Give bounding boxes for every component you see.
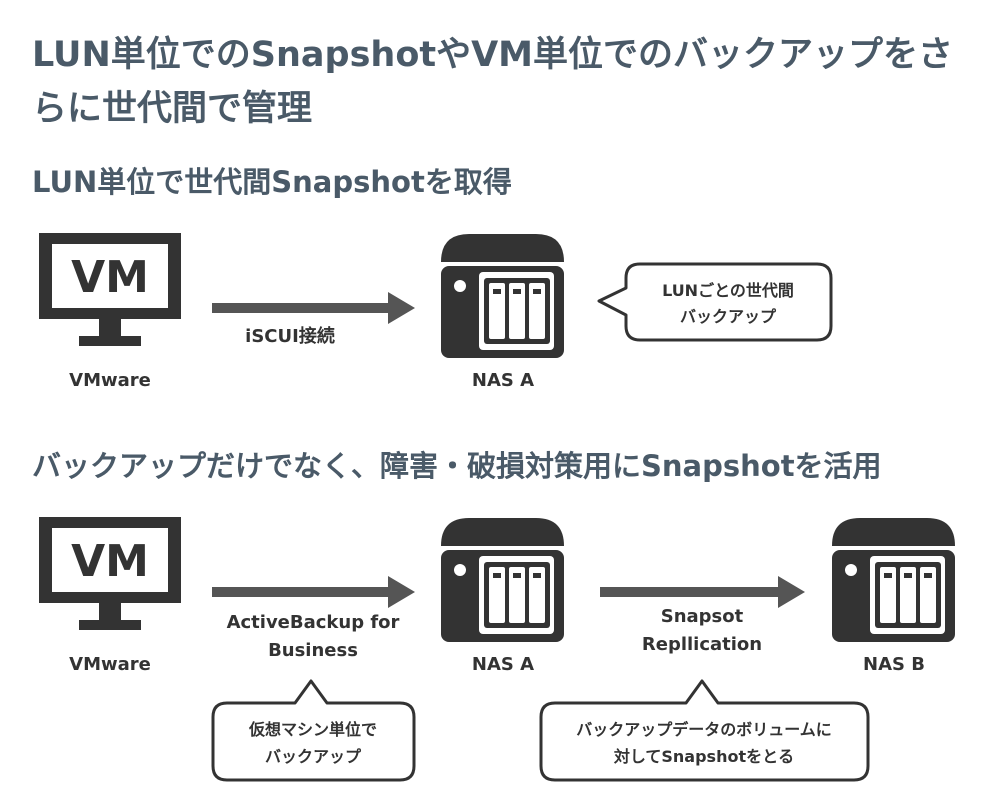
nas-icon	[441, 518, 564, 642]
nas-icon	[441, 234, 564, 358]
callout-text-line2: バックアップ	[265, 747, 362, 766]
nas-label: NAS A	[472, 370, 534, 391]
arrow-right-icon	[212, 576, 415, 608]
vm-monitor-icon: VM	[39, 233, 181, 346]
arrow-right-icon	[600, 576, 805, 608]
callout-text-line2: 対してSnapshotをとる	[613, 747, 794, 766]
arrow-label-line2: Business	[268, 640, 358, 661]
callout-text-line1: LUNごとの世代間	[662, 281, 794, 300]
nas-b-label: NAS B	[863, 654, 925, 675]
page-title: LUN単位でのSnapshotやVM単位でのバックアップをさらに世代間で管理	[32, 35, 954, 129]
nas-icon	[832, 518, 955, 642]
callout-text-line1: バックアップデータのボリュームに	[576, 720, 832, 739]
nas-a-label: NAS A	[472, 654, 534, 675]
callout-bubble	[211, 679, 416, 782]
section-2-heading: バックアップだけでなく、障害・破損対策用にSnapshotを活用	[32, 449, 882, 483]
section-1-heading: LUN単位で世代間Snapshotを取得	[32, 165, 512, 199]
arrow-label: iSCUI接続	[245, 325, 335, 347]
callout-text-line1: 仮想マシン単位で	[248, 720, 377, 739]
callout-bubble	[539, 679, 870, 782]
vm-label: VMware	[69, 370, 151, 391]
arrow-label-line1: Snapsot	[661, 606, 744, 627]
callout-text-line2: バックアップ	[680, 307, 777, 326]
arrow-label-line2: Repllication	[642, 634, 762, 655]
vm-screen-text: VM	[71, 252, 149, 303]
arrow-right-icon	[212, 292, 415, 324]
vm-monitor-icon: VM	[39, 517, 181, 630]
arrow-label-line1: ActiveBackup for	[227, 612, 400, 633]
callout-bubble	[597, 262, 833, 342]
vm-screen-text: VM	[71, 536, 149, 587]
vm-label: VMware	[69, 654, 151, 675]
